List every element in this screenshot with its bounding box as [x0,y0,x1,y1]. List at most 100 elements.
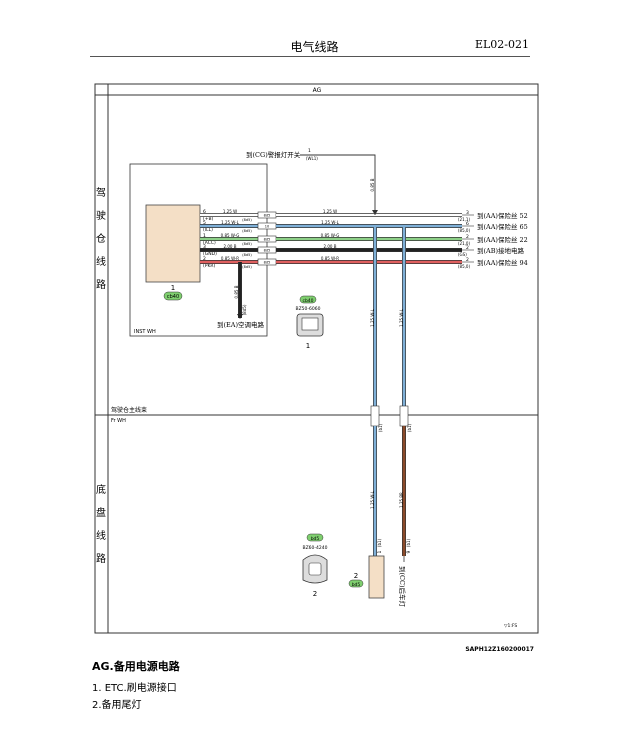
outer-frame [94,83,539,634]
ac-circuit-spec: 0.85 B [234,285,239,298]
dest-conn: (85,0) [458,228,470,233]
zone-bottom-char: 盘 [96,506,106,519]
junction-connector-code: (8d5) [242,253,252,257]
dest-pin: 2 [466,234,469,240]
mid-connector-label: (b1) [407,423,412,432]
component-pin-num: 5 [203,220,206,226]
left-wire-spec: 2.00 B [224,244,237,249]
harness-name: 驾驶仓主线束 [111,406,147,414]
junction-connector-label: 8d5 [264,261,271,265]
warning-switch-spec: 0.85 B [370,178,375,191]
lower-wire-spec: 1.25 W-L [370,490,375,508]
component-1-id: 1 [171,284,175,292]
dest-pin: 2 [466,245,469,251]
harness-code: Fr WH [111,418,126,424]
dest-label: 到(AA)保险丝 22 [477,235,528,244]
connector-view-1-id: 1 [306,342,310,350]
right-wire-spec: 1.25 W [323,209,337,214]
junction-connector-code: (8d5) [242,242,252,246]
right-wire-spec: 1.25 W-L [321,220,339,225]
component-2-block [368,555,385,599]
dest-label: 到(AA)保险丝 65 [477,222,528,231]
inst-harness-label: INST WH [134,329,156,335]
component-1-block [145,204,201,283]
lower-wire-spec: 1.25 BR [399,492,404,508]
dest-conn: (GS) [458,252,467,257]
component-pin-name: (ACC) [203,240,216,246]
connector-view-1-badge [299,295,317,304]
ac-circuit-label: 到(EA)空调电路 [217,320,265,329]
connector-view-2-face [308,562,322,576]
lower-wire-pin: 9 [406,550,412,553]
zone-top-char: 仓 [96,232,106,245]
mid-connector-label: (b1) [378,423,383,432]
warning-switch-arrow [372,210,378,215]
lower-wire-pin: 1 [377,550,383,553]
component-pin-num: 3 [203,244,206,250]
junction-connector-code: (8d5) [242,229,252,233]
connector-view-1-code: cb40 [302,298,313,304]
zone-top-char: 驶 [96,209,106,222]
warning-switch-wire [300,154,376,215]
component-2-code: bd5 [352,582,361,588]
connector-view-1-part: BZ50-6060 [296,306,321,312]
dest-label: 到(AB)接地电路 [477,246,525,255]
lower-wire-conn: (b1) [406,538,411,547]
component-2-code-badge [348,579,364,588]
lower-wire-conn: (b1) [377,538,382,547]
right-wire-spec: 0.85 W-R [321,256,339,261]
mid-connector [399,405,409,427]
diagram-code: SAPH12Z160200017 [465,646,534,653]
warning-switch-conn: (WL1) [306,156,318,161]
left-wire-spec: 1.25 W [223,209,237,214]
component-pin-name: (PKR) [203,263,216,269]
component-pin-num: 1 [203,233,206,239]
vertical-wire-spec: 1.25 W-L [370,308,375,326]
component-2-id: 2 [354,572,358,580]
connector-view-2-code: bd5 [311,536,320,542]
connector-view-1-face [301,317,319,331]
mid-connector [370,405,380,427]
connector-view-2-part: BZ60-4240 [303,545,328,551]
left-wire-spec: 0.85 W-R [221,256,239,261]
rear-lamp-label: 到(CC)后车灯 [398,566,407,608]
ac-circuit-arrow [237,314,243,319]
section-item-2: 2.备用尾灯 [92,700,142,711]
junction-connector-label: 10 [265,225,269,229]
dest-pin: 2 [466,257,469,263]
zone-bottom-char: 线 [96,529,106,542]
ac-circuit-conn: (8d5) [242,304,247,315]
dest-conn: (21,1) [458,217,470,222]
component-pin-num: 6 [203,209,206,215]
connector-view-2-badge [306,533,324,542]
zone-top-char: 路 [96,278,106,291]
component-pin-name: (ILL) [203,227,213,233]
dest-pin: 6 [466,221,469,227]
section-title: AG.备用电源电路 [92,660,180,673]
component-pin-name: (+B) [203,216,214,222]
connector-view-2-id: 2 [313,590,317,598]
header-rule [90,56,530,57]
junction-connector-code: (8d5) [242,265,252,269]
component-1-code: cb40 [167,294,179,300]
junction-connector-label: 8d5 [264,214,271,218]
zone-top-char: 线 [96,255,106,268]
dest-conn: (85,0) [458,264,470,269]
warning-switch-label: 到(CG)警报灯开关 [246,150,301,159]
right-wire-spec: 2.00 B [324,244,337,249]
fs-mark: ▽1:FS [504,623,517,629]
component-1-code-badge [163,291,183,301]
junction-connector-code: (8d5) [242,218,252,222]
page-title: 电气线路 [290,40,339,54]
zone-bottom-char: 底 [96,483,106,496]
left-wire-spec: 1.25 W-L [221,220,239,225]
component-pin-name: (GND) [203,251,217,257]
zone-bottom-char: 路 [96,552,106,565]
zone-top-char: 驾 [96,187,106,199]
vertical-wire-spec: 1.25 W-L [399,308,404,326]
right-wire-spec: 0.85 W-G [321,233,340,238]
dest-label: 到(AA)保险丝 94 [477,258,528,267]
page-code: EL02-021 [474,38,529,51]
dest-pin: 3 [466,210,469,216]
